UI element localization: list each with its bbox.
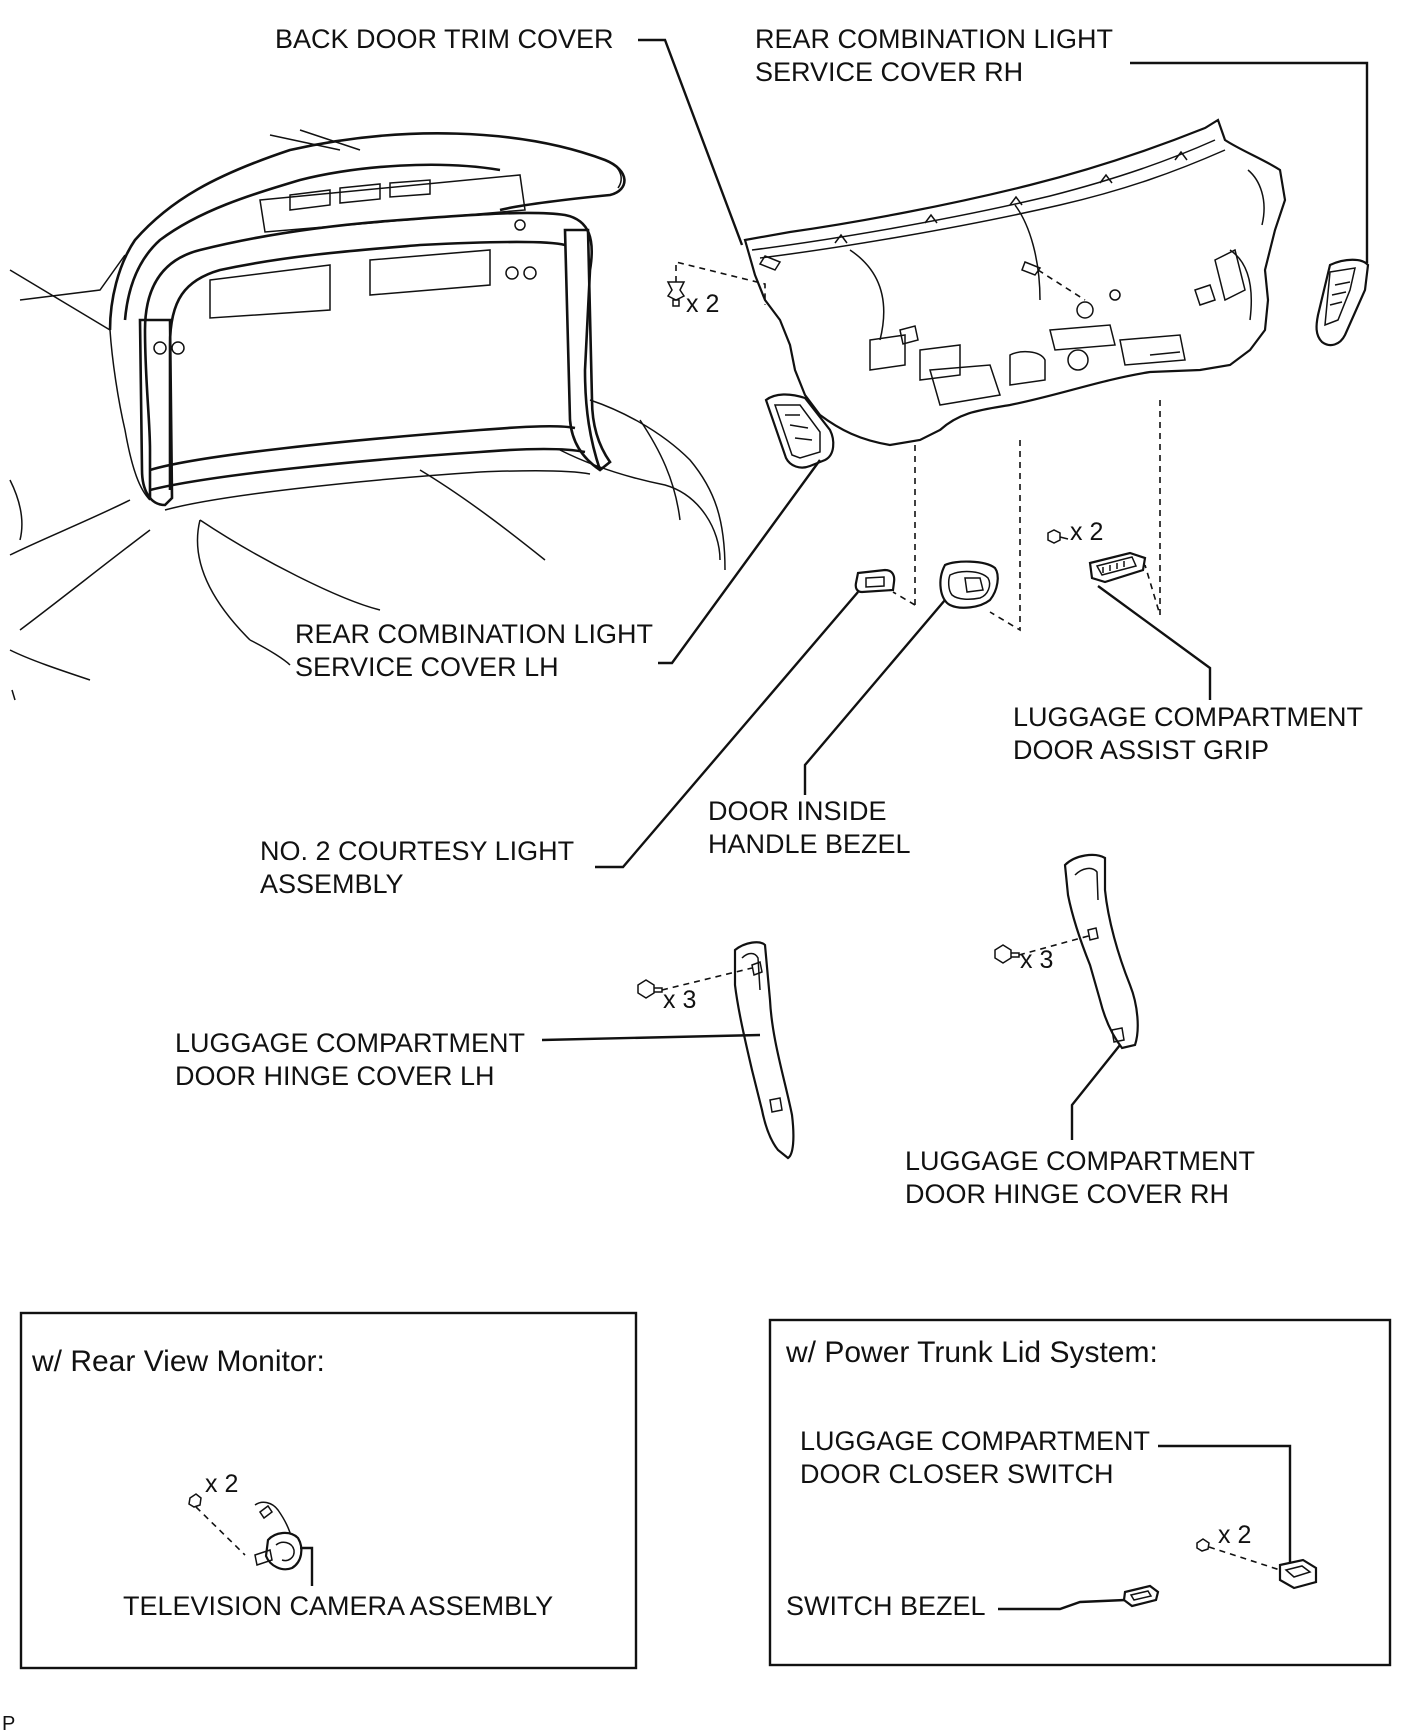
label-handle-bezel-line1: DOOR INSIDE: [708, 796, 887, 826]
rcl-service-cover-lh-part: [764, 393, 835, 469]
luggage-door-assist-grip-part: [1088, 551, 1147, 584]
leader-courtesy-light: [595, 591, 859, 869]
leader-hinge-cover-rh: [1070, 1044, 1121, 1140]
label-courtesy-light-line2: ASSEMBLY: [260, 869, 404, 899]
assembly-line: [1144, 400, 1161, 616]
qty-switch-screw: x 2: [1218, 1521, 1251, 1549]
leader-back-door-trim-cover: [638, 38, 744, 246]
hinge-cover-lh-part: [733, 941, 795, 1160]
leader-switch-bezel: [998, 1598, 1126, 1611]
label-rcl-rh-line1: REAR COMBINATION LIGHT: [755, 24, 1113, 54]
label-assist-grip-line1: LUGGAGE COMPARTMENT: [1013, 702, 1363, 732]
hinge-lh-clip-icon: [637, 967, 753, 999]
power-trunk-lid-panel: w/ Power Trunk Lid System: LUGGAGE COMPA…: [768, 1318, 1392, 1667]
trim-clip-icon: [666, 260, 766, 307]
qty-hinge-lh-clip: x 3: [663, 986, 696, 1014]
rear-view-monitor-title: w/ Rear View Monitor:: [31, 1345, 325, 1378]
leader-handle-bezel: [803, 599, 946, 795]
label-camera-assembly: TELEVISION CAMERA ASSEMBLY: [123, 1591, 553, 1621]
label-closer-switch-line1: LUGGAGE COMPARTMENT: [800, 1426, 1150, 1456]
footer-code: P: [2, 1713, 15, 1734]
vehicle-trunk-illustration: [9, 129, 726, 701]
assembly-line: [989, 440, 1021, 632]
trim-screw-icon: [1021, 261, 1086, 301]
qty-hinge-rh-clip: x 3: [1020, 946, 1053, 974]
closer-switch-part: [1278, 1558, 1318, 1590]
power-trunk-lid-title: w/ Power Trunk Lid System:: [785, 1336, 1158, 1369]
switch-bezel-part: [1122, 1584, 1160, 1608]
leader-rcl-service-cover-lh: [658, 459, 821, 665]
television-camera-part: [188, 1493, 303, 1571]
label-hinge-cover-lh-line1: LUGGAGE COMPARTMENT: [175, 1028, 525, 1058]
qty-camera-screw: x 2: [205, 1470, 238, 1498]
leader-closer-switch: [1158, 1444, 1292, 1562]
qty-grip-bolt: x 2: [1070, 518, 1103, 546]
label-rcl-lh-line1: REAR COMBINATION LIGHT: [295, 619, 653, 649]
label-hinge-cover-rh-line1: LUGGAGE COMPARTMENT: [905, 1146, 1255, 1176]
label-rcl-lh-line2: SERVICE COVER LH: [295, 652, 559, 682]
switch-screw-icon: [1196, 1538, 1281, 1571]
assembly-line: [892, 591, 916, 606]
label-back-door-trim-cover: BACK DOOR TRIM COVER: [275, 24, 614, 54]
back-door-trim-cover-part: [743, 118, 1287, 447]
label-handle-bezel-line2: HANDLE BEZEL: [708, 829, 911, 859]
courtesy-light-part: [854, 568, 896, 594]
label-courtesy-light-line1: NO. 2 COURTESY LIGHT: [260, 836, 574, 866]
label-hinge-cover-lh-line2: DOOR HINGE COVER LH: [175, 1061, 495, 1091]
hinge-cover-rh-part: [1063, 853, 1139, 1050]
qty-trim-clip: x 2: [686, 290, 719, 318]
label-assist-grip-line2: DOOR ASSIST GRIP: [1013, 735, 1269, 765]
rcl-service-cover-rh-part: [1315, 258, 1370, 347]
leader-hinge-cover-lh: [541, 1033, 761, 1042]
leader-assist-grip: [1097, 585, 1212, 700]
label-closer-switch-line2: DOOR CLOSER SWITCH: [800, 1459, 1114, 1489]
hinge-rh-clip-icon: [994, 934, 1093, 964]
leader-rcl-service-cover-rh: [1130, 61, 1369, 263]
leader-camera: [300, 1546, 314, 1586]
label-hinge-cover-rh-line2: DOOR HINGE COVER RH: [905, 1179, 1229, 1209]
grip-bolt-icon: [1047, 529, 1069, 544]
door-inside-handle-bezel-part: [939, 560, 999, 609]
rear-view-monitor-panel: w/ Rear View Monitor: x 2 TELEVISION CAM…: [19, 1311, 638, 1670]
label-rcl-rh-line2: SERVICE COVER RH: [755, 57, 1023, 87]
label-switch-bezel: SWITCH BEZEL: [786, 1591, 986, 1621]
